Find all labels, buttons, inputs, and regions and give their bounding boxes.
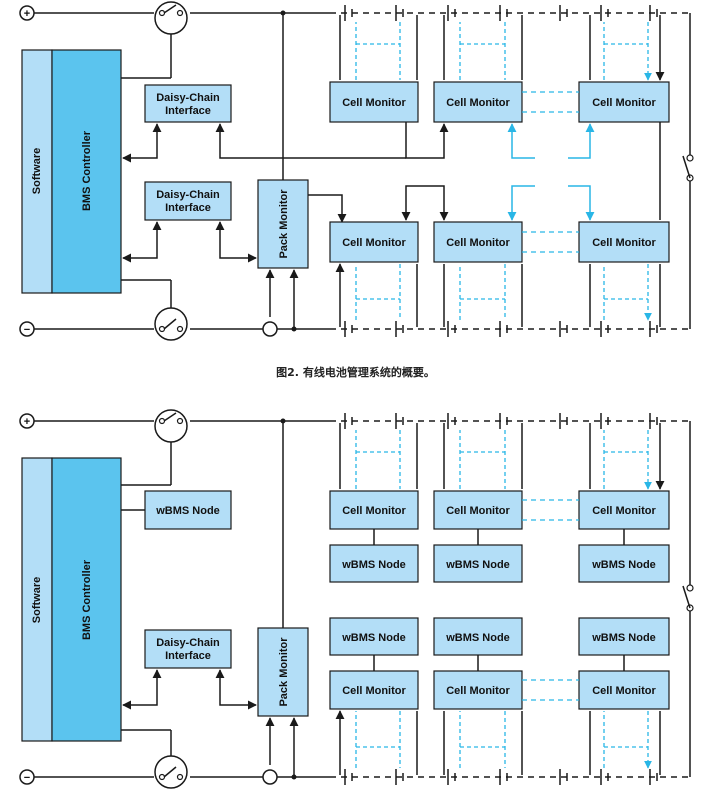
svg-text:wBMS Node: wBMS Node (445, 632, 510, 644)
bms-controller-label: BMS Controller (81, 130, 93, 211)
top-contactor-icon (154, 1, 188, 78)
wireless-bms-diagram: + − Softw (19, 409, 694, 789)
svg-text:Interface: Interface (165, 202, 211, 214)
cell-monitor-box (329, 81, 419, 123)
svg-text:wBMS Node: wBMS Node (445, 559, 510, 571)
figure-caption: 图2. 有线电池管理系统的概要。 (276, 366, 435, 379)
cell-monitor-box (433, 221, 523, 263)
software-block (21, 457, 53, 742)
top-contactor-icon (154, 409, 188, 485)
svg-text:Cell Monitor: Cell Monitor (446, 97, 510, 109)
cell-monitor-box (433, 490, 523, 530)
svg-text:Interface: Interface (165, 105, 211, 117)
wired-bms-diagram: + − (19, 1, 694, 341)
svg-text:Cell Monitor: Cell Monitor (342, 97, 406, 109)
svg-text:wBMS Node: wBMS Node (341, 632, 406, 644)
software-block (21, 49, 53, 294)
wbms-node-controller (144, 490, 232, 530)
daisy-chain-interface-top (144, 84, 232, 123)
svg-text:wBMS Node: wBMS Node (155, 505, 220, 517)
battery-cells-row-top (344, 5, 658, 21)
bottom-contactor-icon (154, 280, 188, 341)
software-label: Software (31, 148, 43, 194)
svg-text:Pack Monitor: Pack Monitor (278, 189, 290, 259)
wbms-node-box (329, 544, 419, 583)
svg-text:Cell Monitor: Cell Monitor (592, 97, 656, 109)
svg-text:wBMS Node: wBMS Node (591, 559, 656, 571)
svg-text:Daisy-Chain: Daisy-Chain (156, 92, 220, 104)
bms-controller-block (51, 457, 122, 742)
svg-text:Pack Monitor: Pack Monitor (278, 637, 290, 707)
service-disconnect-switch (682, 584, 694, 612)
svg-text:Cell Monitor: Cell Monitor (342, 237, 406, 249)
svg-text:BMS Controller: BMS Controller (81, 559, 93, 640)
svg-text:Cell Monitor: Cell Monitor (446, 685, 510, 697)
battery-cells-row-bottom (344, 769, 658, 785)
cell-monitor-box (433, 81, 523, 123)
svg-text:Daisy-Chain: Daisy-Chain (156, 189, 220, 201)
cell-monitor-box (433, 670, 523, 710)
svg-text:Interface: Interface (165, 650, 211, 662)
svg-text:Cell Monitor: Cell Monitor (446, 237, 510, 249)
daisy-chain-interface-bottom (144, 181, 232, 221)
service-disconnect-switch (682, 154, 694, 182)
cell-monitor-box (578, 221, 670, 263)
daisy-chain-interface (144, 629, 232, 669)
svg-text:+: + (24, 416, 30, 428)
bottom-contactor-icon (154, 730, 188, 789)
battery-cells-row-top (344, 413, 658, 429)
svg-text:Cell Monitor: Cell Monitor (342, 685, 406, 697)
svg-text:Cell Monitor: Cell Monitor (592, 505, 656, 517)
svg-text:wBMS Node: wBMS Node (591, 632, 656, 644)
positive-terminal: + (19, 5, 35, 21)
svg-text:Daisy-Chain: Daisy-Chain (156, 637, 220, 649)
positive-terminal: + (19, 413, 35, 429)
negative-terminal: − (19, 321, 35, 337)
svg-text:−: − (24, 324, 30, 336)
svg-text:Software: Software (31, 577, 43, 623)
cell-monitor-box (578, 670, 670, 710)
svg-text:wBMS Node: wBMS Node (341, 559, 406, 571)
battery-cells-row-bottom (344, 321, 658, 337)
svg-text:+: + (24, 8, 30, 20)
svg-text:Cell Monitor: Cell Monitor (592, 685, 656, 697)
negative-terminal: − (19, 769, 35, 785)
pack-monitor-block (257, 179, 309, 269)
wbms-node-box (433, 617, 523, 656)
svg-text:−: − (24, 772, 30, 784)
cell-monitor-box (329, 490, 419, 530)
bms-controller-block (51, 49, 122, 294)
svg-text:Cell Monitor: Cell Monitor (446, 505, 510, 517)
svg-text:Cell Monitor: Cell Monitor (342, 505, 406, 517)
wbms-node-box (433, 544, 523, 583)
svg-text:Cell Monitor: Cell Monitor (592, 237, 656, 249)
